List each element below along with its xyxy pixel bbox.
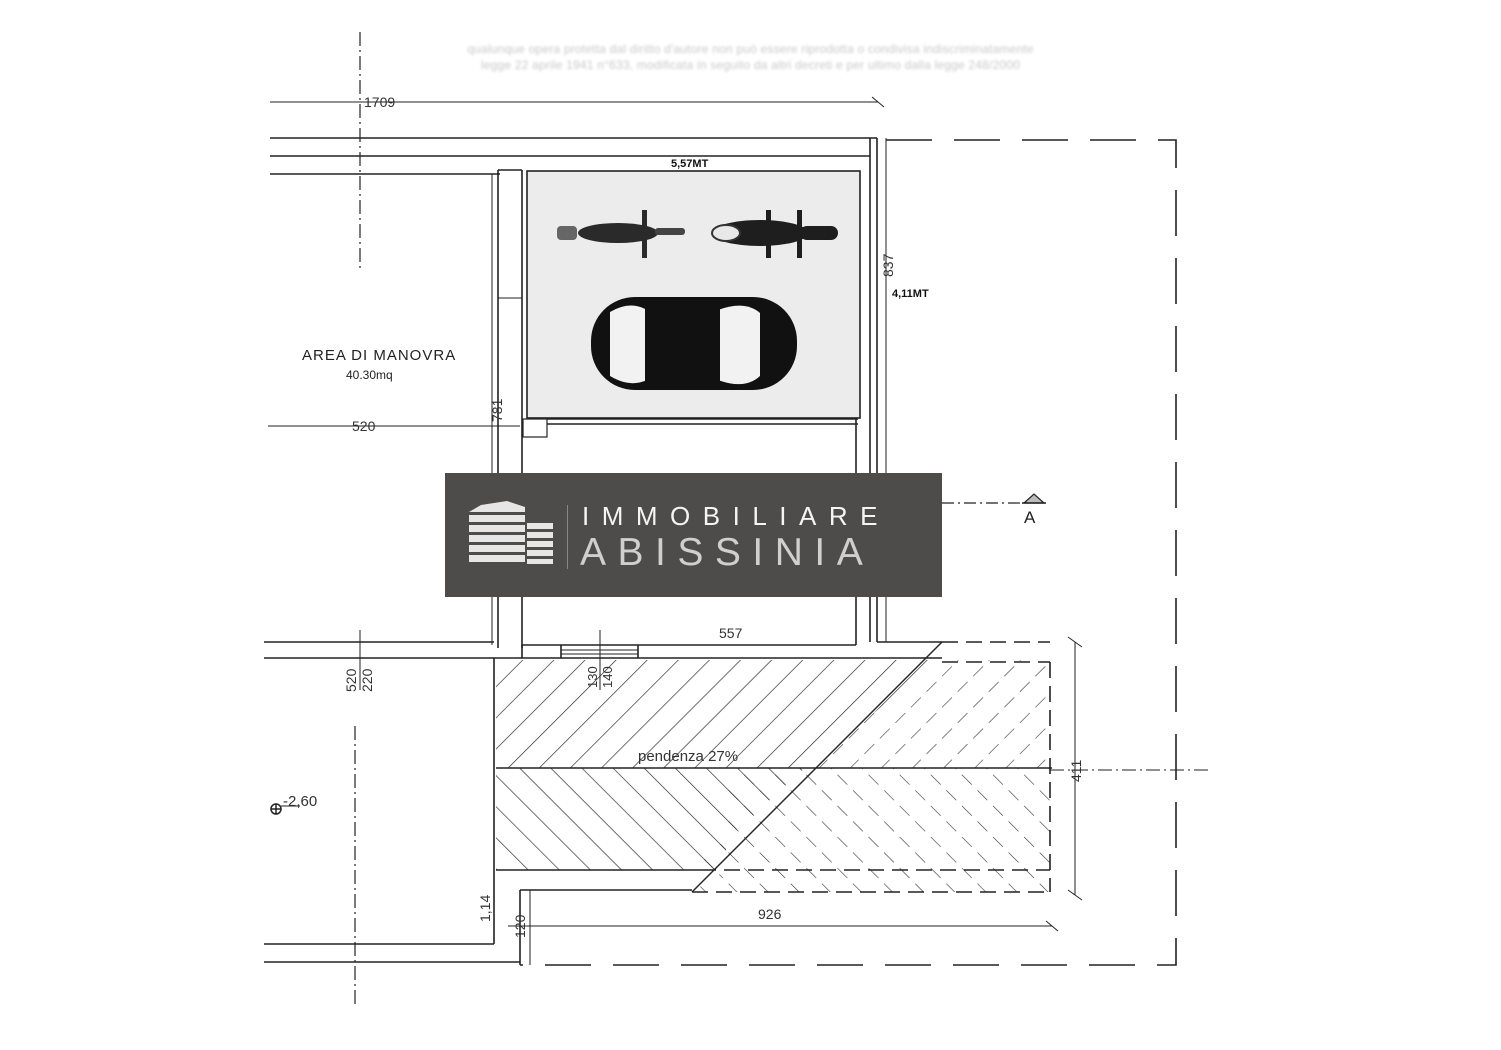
watermark-logo: IMMOBILIARE ABISSINIA [445, 473, 942, 597]
logo-line1: IMMOBILIARE [582, 501, 890, 531]
garage-width-label: 5,57MT [671, 158, 709, 170]
section-marker-icon [1022, 493, 1046, 504]
dim-maneuver-width: 520 [352, 418, 376, 434]
dim-inner-width: 557 [719, 625, 743, 641]
maneuver-area-title: AREA DI MANOVRA [302, 347, 457, 364]
elevation-marker-icon [270, 803, 300, 815]
copyright-notice-line1: qualunque opera protetta dal diritto d'a… [467, 42, 1034, 56]
section-label: A [1024, 508, 1036, 527]
dim-ramp-height: 411 [1068, 759, 1084, 782]
dim-top-total: 1709 [364, 94, 396, 110]
dim-wall-b: 220 [359, 668, 375, 692]
maneuver-area-size: 40.30mq [346, 368, 393, 382]
ramp-slope-label: pendenza 27% [638, 748, 739, 765]
dim-bottom-left: 1,14 [477, 894, 493, 922]
dim-bottom-wall: 120 [512, 914, 528, 938]
logo-divider [567, 505, 568, 569]
car-icon [591, 297, 797, 390]
dim-wall-a: 520 [343, 668, 359, 692]
dim-ramp-length: 926 [758, 906, 782, 922]
building-icon [469, 501, 553, 564]
motorcycle-2-icon [711, 210, 838, 258]
logo-line2: ABISSINIA [580, 531, 875, 574]
copyright-notice-line2: legge 22 aprile 1941 n°633, modificata i… [480, 58, 1021, 72]
dim-left-depth: 781 [489, 398, 505, 422]
garage-depth-label: 4,11MT [892, 288, 929, 300]
dim-door-b: 140 [600, 666, 615, 688]
elevation-label: -2,60 [283, 793, 318, 810]
ramp-area [496, 502, 1210, 901]
dim-garage-depth: 837 [880, 253, 896, 277]
motorcycle-1-icon [557, 210, 685, 258]
dim-door-a: 130 [585, 666, 600, 688]
